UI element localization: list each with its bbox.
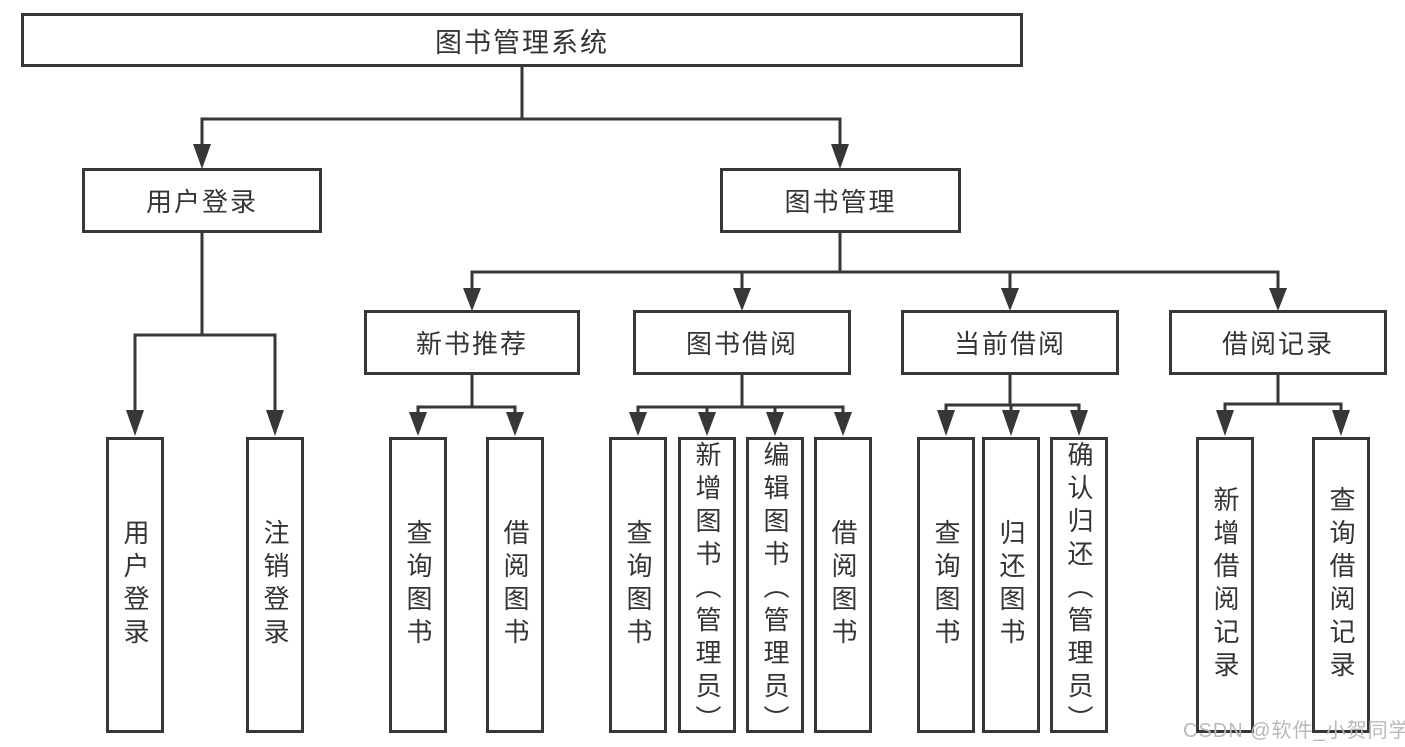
- leaf-label: 新增图书（管理员）: [692, 441, 722, 738]
- csdn-watermark: CSDN @软件_小贺同学: [1183, 720, 1405, 742]
- leaf-label: 新增借阅记录: [1210, 486, 1240, 684]
- leaf-label: 编辑图书（管理员）: [760, 441, 790, 738]
- connector-borrow-records-to-leaves: [1216, 375, 1350, 436]
- node-label: 用户登录: [145, 187, 258, 217]
- node-label: 借阅记录: [1221, 329, 1334, 359]
- leaf-label: 查询图书: [623, 519, 653, 651]
- node-label: 当前借阅: [953, 329, 1066, 359]
- leaf-label: 借阅图书: [828, 519, 858, 651]
- leaf-node-add-borrow-record: 新增借阅记录: [1196, 437, 1254, 733]
- leaf-node-logout: 注销登录: [246, 437, 304, 733]
- connector-root-to-level2: [193, 67, 849, 169]
- node-label: 图书管理系统: [435, 27, 609, 58]
- node-borrow-records: 借阅记录: [1169, 310, 1387, 375]
- node-label: 图书借阅: [685, 329, 798, 359]
- leaf-label: 查询图书: [403, 519, 433, 651]
- leaf-node-user-login: 用户登录: [106, 437, 164, 733]
- node-book-management: 图书管理: [720, 168, 961, 233]
- node-new-book-recommend: 新书推荐: [364, 310, 580, 375]
- node-user-login: 用户登录: [82, 168, 322, 233]
- leaf-label: 确认归还（管理员）: [1064, 441, 1094, 738]
- leaf-label: 注销登录: [260, 519, 290, 651]
- connector-user-login-to-leaves: [126, 233, 284, 436]
- leaf-node-add-books-admin: 新增图书（管理员）: [678, 437, 736, 738]
- connector-book-borrow-to-leaves: [629, 375, 852, 436]
- leaf-node-query-borrow-record: 查询借阅记录: [1312, 437, 1370, 733]
- node-book-borrow: 图书借阅: [633, 310, 851, 375]
- leaf-node-confirm-return-admin: 确认归还（管理员）: [1050, 437, 1108, 738]
- leaf-node-edit-books-admin: 编辑图书（管理员）: [746, 437, 804, 738]
- leaf-node-borrow-books-recommend: 借阅图书: [486, 437, 544, 733]
- leaf-node-query-books-borrow: 查询图书: [609, 437, 667, 733]
- node-label: 图书管理: [784, 187, 897, 217]
- connector-current-borrow-to-leaves: [937, 375, 1088, 436]
- leaf-node-query-books-recommend: 查询图书: [389, 437, 447, 733]
- leaf-node-return-books: 归还图书: [982, 437, 1040, 733]
- node-label: 新书推荐: [415, 329, 528, 359]
- leaf-node-borrow-books: 借阅图书: [814, 437, 872, 733]
- leaf-label: 借阅图书: [500, 519, 530, 651]
- connector-book-management-to-level3: [463, 233, 1287, 311]
- node-current-borrow: 当前借阅: [901, 310, 1119, 375]
- leaf-label: 查询借阅记录: [1326, 486, 1356, 684]
- connector-new-book-recommend-to-leaves: [409, 375, 524, 436]
- node-root-library-system: 图书管理系统: [21, 13, 1023, 67]
- leaf-label: 查询图书: [931, 519, 961, 651]
- leaf-label: 归还图书: [996, 519, 1026, 651]
- leaf-label: 用户登录: [120, 519, 150, 651]
- leaf-node-query-books-current: 查询图书: [917, 437, 975, 733]
